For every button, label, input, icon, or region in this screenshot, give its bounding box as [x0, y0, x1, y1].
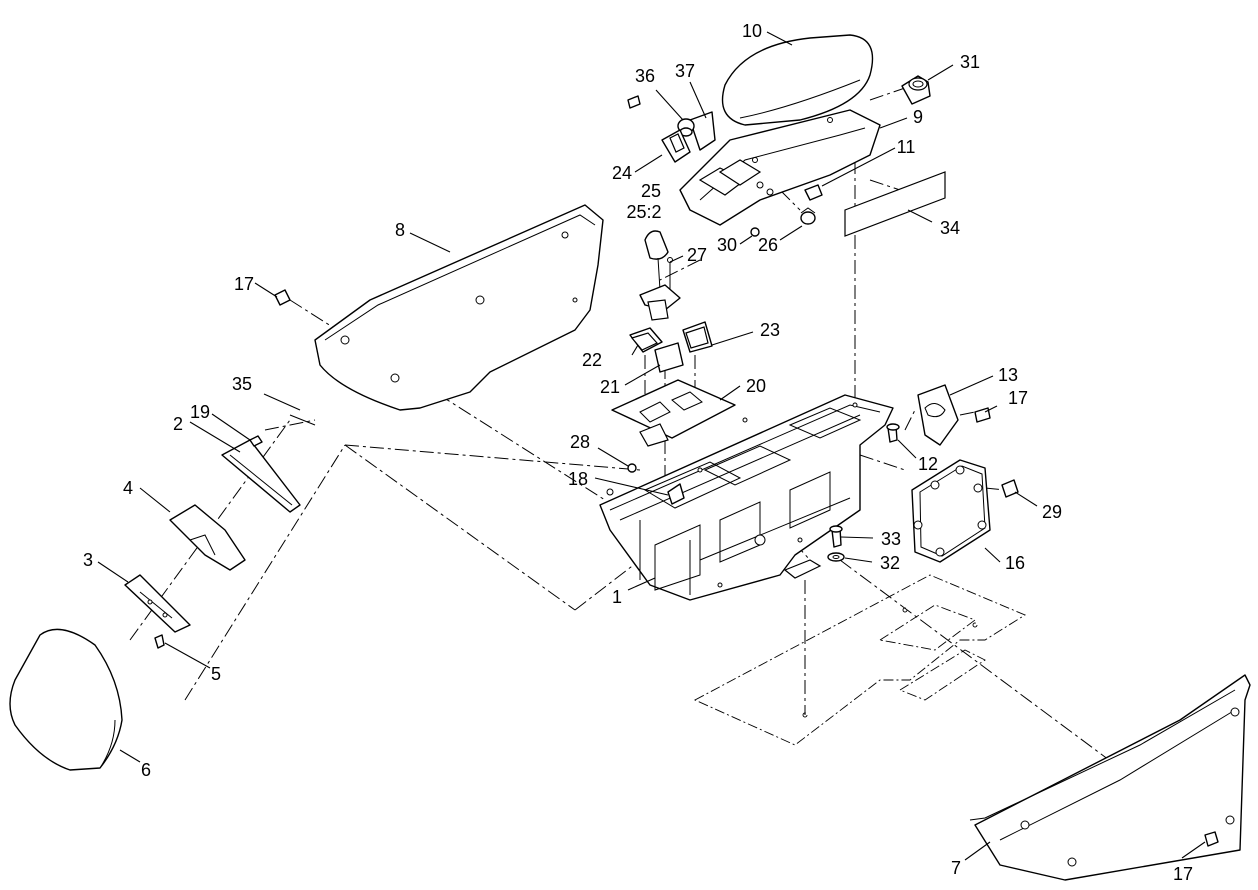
callout-10: 10 [742, 21, 762, 41]
washer-30 [750, 227, 760, 237]
bracket-13 [917, 384, 959, 446]
callout-21: 21 [600, 377, 620, 397]
callout-12: 12 [918, 454, 938, 474]
callout-30: 30 [717, 235, 737, 255]
callout-16: 16 [1005, 553, 1025, 573]
cover-plate [911, 459, 991, 563]
callout-25-2: 25:2 [626, 202, 661, 222]
part-35 [289, 414, 316, 426]
callout-26: 26 [758, 235, 778, 255]
callout-2: 2 [173, 414, 183, 434]
callout-32: 32 [880, 553, 900, 573]
callout-17-right: 17 [1008, 388, 1028, 408]
callout-8: 8 [395, 220, 405, 240]
callout-22: 22 [582, 350, 602, 370]
callout-31: 31 [960, 52, 980, 72]
rocker-switches [629, 321, 713, 373]
pad-4 [169, 504, 246, 571]
console-frame [599, 394, 894, 601]
callout-17-upper: 17 [234, 274, 254, 294]
screw-5 [154, 634, 165, 649]
callout-33: 33 [881, 529, 901, 549]
callout-5: 5 [211, 664, 221, 684]
screw-19 [249, 435, 263, 447]
callout-3: 3 [83, 550, 93, 570]
bolt-17-upper [274, 289, 291, 306]
small-switch [804, 184, 823, 201]
side-panel-left [314, 204, 604, 411]
fastener-28 [627, 463, 637, 473]
callout-24: 24 [612, 163, 632, 183]
callout-20: 20 [746, 376, 766, 396]
assembly-lines [129, 87, 1211, 836]
retainer-plate [221, 439, 301, 513]
callout-6: 6 [141, 760, 151, 780]
bracket-3 [124, 574, 191, 633]
bolt-29 [1001, 479, 1019, 498]
callout-27: 27 [687, 245, 707, 265]
decal [844, 171, 946, 237]
switch-cluster-upper [627, 95, 716, 163]
callout-37: 37 [675, 61, 695, 81]
side-panel-right [969, 674, 1251, 881]
fastener-12 [886, 423, 900, 443]
knob [800, 207, 816, 225]
callout-7: 7 [951, 858, 961, 878]
callout-1: 1 [612, 587, 622, 607]
armrest-bracket [679, 109, 881, 226]
callout-29: 29 [1042, 502, 1062, 522]
callout-25: 25 [641, 181, 661, 201]
armrest-pad [721, 34, 874, 126]
mounting-plate-outline [693, 574, 1026, 746]
callout-17-lower: 17 [1173, 864, 1193, 884]
callout-35: 35 [232, 374, 252, 394]
callout-18: 18 [568, 469, 588, 489]
fastener-18 [667, 483, 685, 505]
callout-labels: 1 2 3 4 5 6 7 8 9 10 11 12 13 16 17 17 1… [83, 21, 1193, 884]
callout-13: 13 [998, 365, 1018, 385]
callout-4: 4 [123, 478, 133, 498]
callout-28: 28 [570, 432, 590, 452]
power-outlet [901, 75, 931, 105]
callout-36: 36 [635, 66, 655, 86]
callout-34: 34 [940, 218, 960, 238]
bolt-17-lower [1204, 831, 1219, 847]
fastener-33 [829, 525, 843, 548]
callout-23: 23 [760, 320, 780, 340]
callout-11: 11 [897, 137, 916, 157]
leader-lines [97, 31, 1206, 861]
washer-32 [827, 552, 845, 562]
joystick [639, 230, 681, 321]
callout-9: 9 [913, 107, 923, 127]
switch-plate [611, 379, 736, 447]
callout-19: 19 [190, 402, 210, 422]
front-cover [9, 628, 123, 771]
